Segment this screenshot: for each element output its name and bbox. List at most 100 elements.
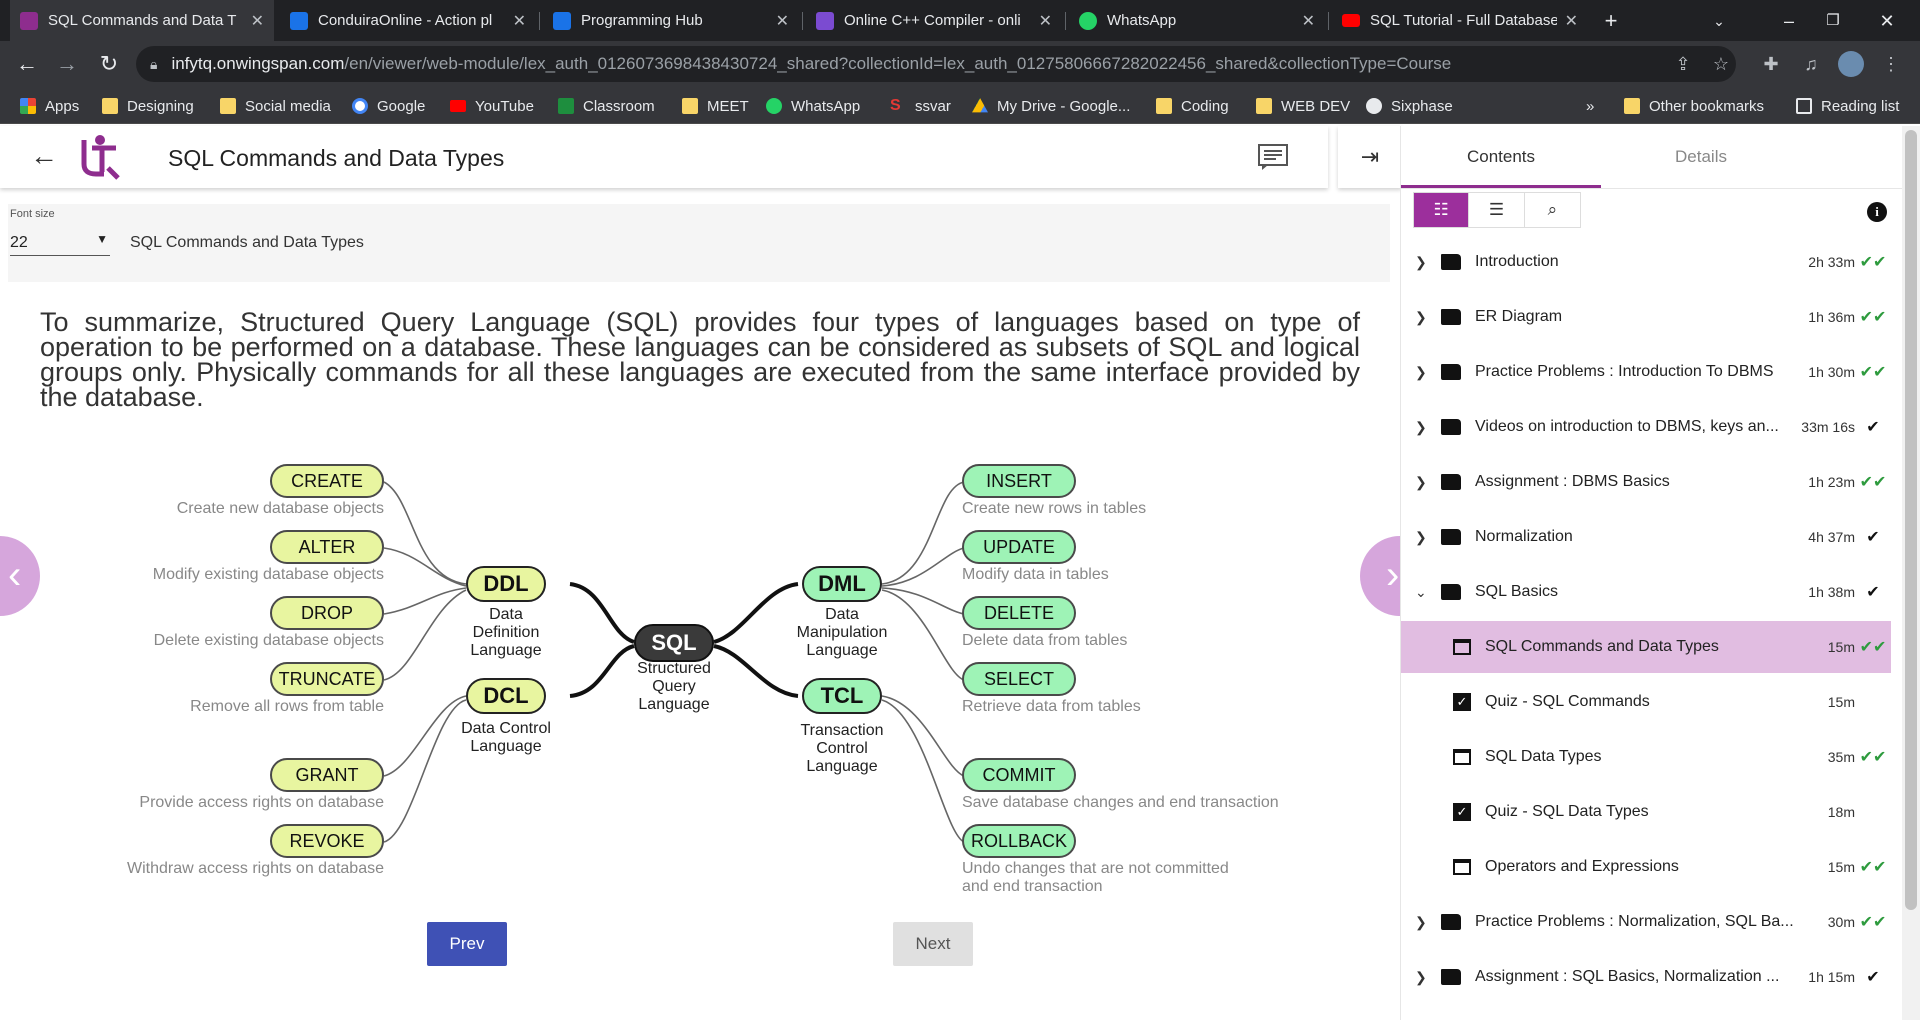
tab-search-icon[interactable]: ⌄: [1713, 13, 1725, 29]
collapse-panel-icon[interactable]: ⇥: [1338, 126, 1402, 188]
chevron-right-icon[interactable]: ❯: [1415, 253, 1427, 270]
chevron-down-icon[interactable]: ⌄: [1415, 583, 1427, 600]
toc-item-practice-normalization[interactable]: ❯Practice Problems : Normalization, SQL …: [1401, 896, 1891, 948]
close-icon[interactable]: ✕: [250, 12, 264, 30]
toc-item-videos-intro[interactable]: ❯Videos on introduction to DBMS, keys an…: [1401, 401, 1891, 453]
new-tab-icon[interactable]: +: [1604, 8, 1618, 33]
cmd-select: SELECT: [962, 662, 1076, 696]
chevron-right-icon[interactable]: ❯: [1415, 913, 1427, 930]
bookmark-meet[interactable]: MEET: [682, 88, 749, 124]
reading-list-icon: [1796, 98, 1812, 114]
bookmark-google[interactable]: Google: [352, 88, 425, 124]
cmd-grant: GRANT: [270, 758, 384, 792]
tree-view-icon[interactable]: ☷: [1414, 193, 1470, 227]
folder-icon: [682, 98, 698, 114]
bookmark-web-dev[interactable]: WEB DEV: [1256, 88, 1350, 124]
browser-tab-bar: SQL Commands and Data T ✕ ConduiraOnline…: [0, 0, 1920, 41]
bookmark-apps[interactable]: Apps: [20, 88, 79, 124]
sql-mindmap-diagram: CREATE Create new database objects ALTER…: [64, 438, 1336, 918]
chevron-right-icon[interactable]: ❯: [1415, 418, 1427, 435]
bookmark-sixphase[interactable]: Sixphase: [1366, 88, 1453, 124]
bookmark-star-icon[interactable]: ☆: [1712, 54, 1730, 74]
chevron-right-icon[interactable]: ❯: [1415, 968, 1427, 985]
close-icon[interactable]: ✕: [1301, 12, 1315, 30]
double-check-icon: ✔✔: [1859, 309, 1887, 326]
toc-item-duration: 2h 33m: [1808, 254, 1855, 270]
bookmark-youtube[interactable]: YouTube: [450, 88, 534, 124]
close-icon[interactable]: ✕: [775, 12, 789, 30]
notes-icon[interactable]: [1258, 144, 1288, 170]
font-size-select[interactable]: 22 ▼: [10, 230, 110, 256]
forward-icon[interactable]: →: [56, 51, 78, 76]
window-close-icon[interactable]: ✕: [1879, 11, 1895, 31]
scrollbar-thumb[interactable]: [1905, 130, 1917, 910]
bookmark-other[interactable]: Other bookmarks: [1624, 88, 1764, 124]
chevron-right-icon[interactable]: ❯: [1415, 308, 1427, 325]
tab-conduira[interactable]: ConduiraOnline - Action pl ✕: [280, 0, 536, 41]
close-icon[interactable]: ✕: [512, 12, 526, 30]
avatar[interactable]: [1838, 51, 1864, 77]
bookmark-my-drive[interactable]: My Drive - Google...: [972, 88, 1130, 124]
media-icon[interactable]: ♫: [1804, 54, 1818, 74]
search-icon[interactable]: ⌕: [1547, 200, 1558, 219]
bookmark-designing[interactable]: Designing: [102, 88, 194, 124]
extensions-icon[interactable]: ✚: [1763, 54, 1779, 74]
tab-whatsapp[interactable]: WhatsApp ✕: [1069, 0, 1325, 41]
tab-contents[interactable]: Contents: [1401, 126, 1601, 188]
chevron-right-icon[interactable]: ❯: [1415, 473, 1427, 490]
bookmark-whatsapp[interactable]: WhatsApp: [766, 88, 860, 124]
bookmark-social-media[interactable]: Social media: [220, 88, 331, 124]
tab-youtube-sql[interactable]: SQL Tutorial - Full Database ✕: [1332, 0, 1588, 41]
group-tcl: TCL: [802, 678, 882, 714]
contents-scrollbar[interactable]: [1902, 126, 1920, 1020]
list-view-icon[interactable]: ☰: [1469, 193, 1525, 227]
prev-slide-arrow-icon[interactable]: ‹: [0, 536, 40, 616]
tab-sql-commands[interactable]: SQL Commands and Data T ✕: [10, 0, 274, 41]
close-icon[interactable]: ✕: [1564, 12, 1578, 30]
reading-list[interactable]: Reading list: [1796, 88, 1899, 124]
tab-details[interactable]: Details: [1675, 147, 1727, 166]
chevron-right-icon[interactable]: ❯: [1415, 528, 1427, 545]
folder-icon: [220, 98, 236, 114]
tab-cpp-compiler[interactable]: Online C++ Compiler - onli ✕: [806, 0, 1062, 41]
share-icon[interactable]: ⇪: [1675, 54, 1691, 74]
tab-title: SQL Tutorial - Full Database: [1370, 12, 1557, 29]
close-icon[interactable]: ✕: [1038, 12, 1052, 30]
toc-item-duration: 4h 37m: [1808, 529, 1855, 545]
toc-item-practice-intro-dbms[interactable]: ❯Practice Problems : Introduction To DBM…: [1401, 346, 1891, 398]
toc-item-assignment-sql-basics[interactable]: ❯Assignment : SQL Basics, Normalization …: [1401, 951, 1891, 1003]
cmd-rollback-desc-2: and end transaction: [962, 878, 1103, 895]
menu-icon[interactable]: ⋮: [1882, 54, 1900, 74]
next-button[interactable]: Next: [893, 922, 973, 966]
bookmark-label: Sixphase: [1391, 97, 1453, 115]
bookmark-classroom[interactable]: Classroom: [558, 88, 655, 124]
address-bar[interactable]: 🔒︎ infytq.onwingspan.com /en/viewer/web-…: [136, 46, 1736, 82]
back-arrow-icon[interactable]: ←: [30, 140, 58, 171]
chevron-right-icon[interactable]: ❯: [1415, 363, 1427, 380]
conduira-icon: [290, 11, 308, 30]
minimize-icon[interactable]: –: [1783, 11, 1794, 31]
bookmark-label: MEET: [707, 97, 749, 115]
tab-programming-hub[interactable]: Programming Hub ✕: [543, 0, 799, 41]
bookmark-coding[interactable]: Coding: [1156, 88, 1229, 124]
bookmark-label: YouTube: [475, 97, 534, 115]
reload-icon[interactable]: ↻: [99, 51, 119, 76]
back-icon[interactable]: ←: [16, 51, 38, 76]
restore-icon[interactable]: ❐: [1826, 12, 1840, 29]
cmd-delete-desc: Delete data from tables: [962, 632, 1128, 649]
bookmarks-overflow[interactable]: »: [1586, 97, 1595, 115]
toc-item-label: SQL Basics: [1475, 583, 1558, 600]
prev-button[interactable]: Prev: [427, 922, 507, 966]
info-icon[interactable]: i: [1867, 202, 1887, 222]
